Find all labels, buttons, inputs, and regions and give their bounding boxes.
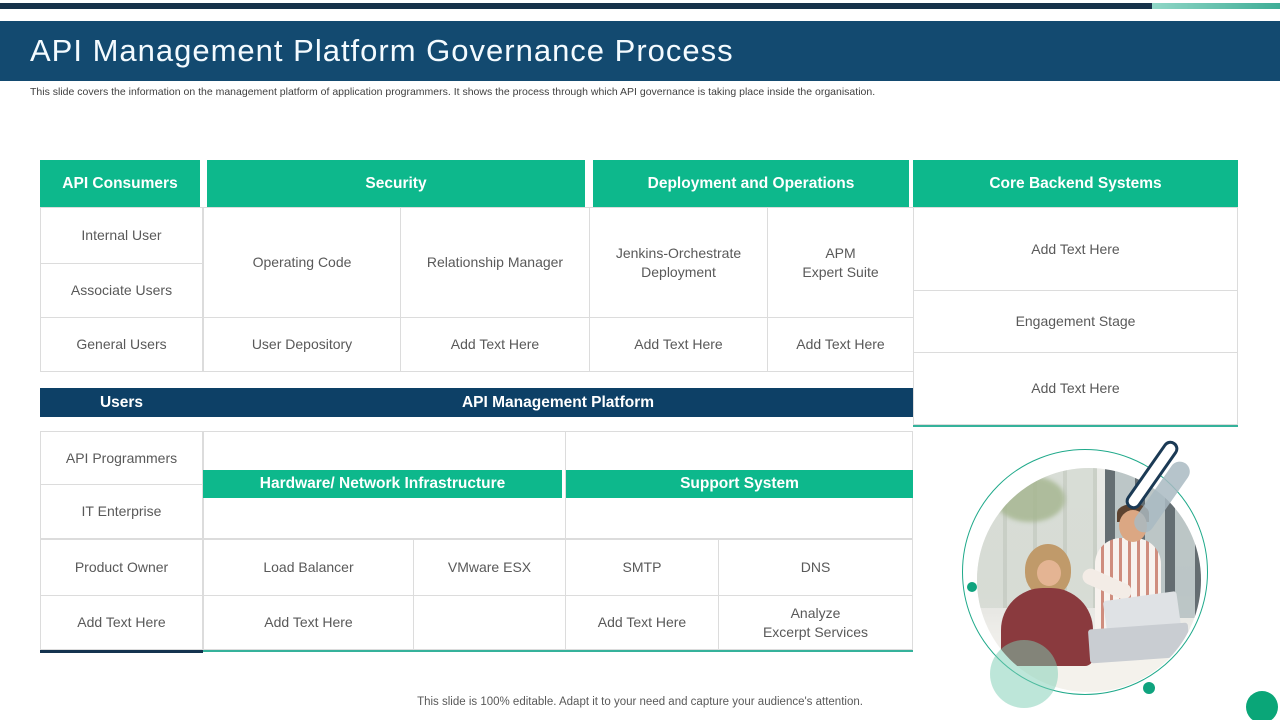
band-label-api-management-platform: API Management Platform	[461, 393, 655, 411]
title-bar: API Management Platform Governance Proce…	[0, 21, 1280, 81]
cell-analyze-excerpt: Analyze Excerpt Services	[718, 595, 913, 650]
photo-plant	[995, 476, 1065, 522]
arc-dot-bottom	[1143, 682, 1155, 694]
band-support-system: Support System	[566, 470, 913, 498]
cell-api-programmers: API Programmers	[40, 431, 203, 485]
cell-core-add-text-1: Add Text Here	[913, 207, 1238, 291]
cell-internal-user: Internal User	[40, 207, 203, 264]
cell-deploy-add-text-1: Add Text Here	[589, 317, 768, 372]
cell-infra-add-text-1: Add Text Here	[203, 595, 414, 650]
page-title: API Management Platform Governance Proce…	[30, 33, 734, 68]
footer-note: This slide is 100% editable. Adapt it to…	[417, 696, 863, 708]
cell-cola-add-text: Add Text Here	[40, 595, 203, 650]
cell-dns: DNS	[718, 539, 913, 596]
cell-apm-expert-suite: APM Expert Suite	[767, 207, 914, 318]
table-bottom-accent-navy	[40, 650, 203, 653]
photo-woman-face	[1037, 560, 1061, 586]
table-bottom-accent-teal	[203, 650, 913, 652]
cell-engagement-stage: Engagement Stage	[913, 290, 1238, 353]
users-platform-band	[40, 388, 913, 417]
top-accent-line-teal	[1152, 3, 1280, 9]
core-column-bottom-accent	[913, 425, 1238, 427]
cell-security-add-text: Add Text Here	[400, 317, 590, 372]
cell-jenkins-orchestrate: Jenkins-Orchestrate Deployment	[589, 207, 768, 318]
cell-user-depository: User Depository	[203, 317, 401, 372]
header-deployment-operations: Deployment and Operations	[593, 160, 909, 207]
cell-core-add-text-2: Add Text Here	[913, 352, 1238, 425]
band-hardware-network-infrastructure: Hardware/ Network Infrastructure	[203, 470, 562, 498]
top-accent-line-navy	[0, 3, 1152, 9]
cell-associate-users: Associate Users	[40, 263, 203, 318]
slide-subtitle: This slide covers the information on the…	[30, 86, 876, 98]
decorative-arc-circle	[962, 449, 1208, 695]
header-core-backend: Core Backend Systems	[913, 160, 1238, 207]
cell-infra-add-text-2: Add Text Here	[565, 595, 719, 650]
cell-operating-code: Operating Code	[203, 207, 401, 318]
band-label-users: Users	[99, 393, 144, 411]
header-security: Security	[207, 160, 585, 207]
cell-infra-empty	[413, 595, 566, 650]
arc-dot-left	[967, 582, 977, 592]
photo-laptop	[1087, 622, 1191, 664]
cell-vmware-esx: VMware ESX	[413, 539, 566, 596]
header-api-consumers: API Consumers	[40, 160, 200, 207]
cell-load-balancer: Load Balancer	[203, 539, 414, 596]
mint-translucent-circle	[990, 640, 1058, 708]
cell-product-owner: Product Owner	[40, 539, 203, 596]
corner-green-circle	[1246, 691, 1278, 720]
cell-relationship-manager: Relationship Manager	[400, 207, 590, 318]
cell-smtp: SMTP	[565, 539, 719, 596]
cell-general-users: General Users	[40, 317, 203, 372]
cell-deploy-add-text-2: Add Text Here	[767, 317, 914, 372]
cell-it-enterprise: IT Enterprise	[40, 484, 203, 539]
